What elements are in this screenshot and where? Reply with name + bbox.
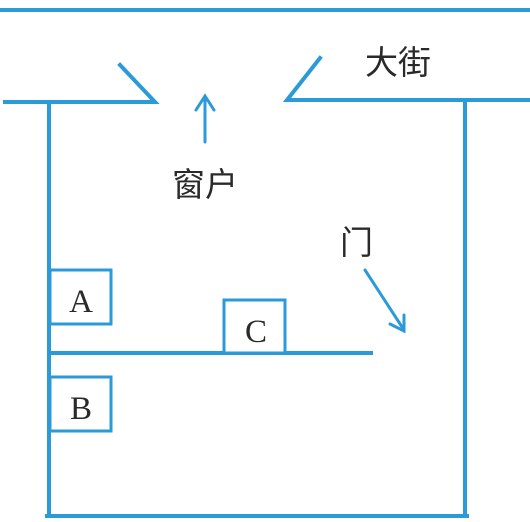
left-wall [3, 62, 160, 104]
window-arrow-icon [194, 93, 216, 144]
box-a-label: A [69, 284, 93, 320]
box-c-label: C [245, 314, 267, 350]
box-b [48, 375, 113, 433]
right-wall [282, 55, 530, 102]
box-a [48, 268, 113, 326]
door-label: 门 [340, 223, 373, 262]
street-label: 大街 [365, 43, 431, 82]
box-b-label: B [70, 391, 92, 427]
box-c [222, 298, 287, 355]
window-label: 窗户 [172, 165, 238, 204]
door-arrow-icon [363, 268, 406, 334]
